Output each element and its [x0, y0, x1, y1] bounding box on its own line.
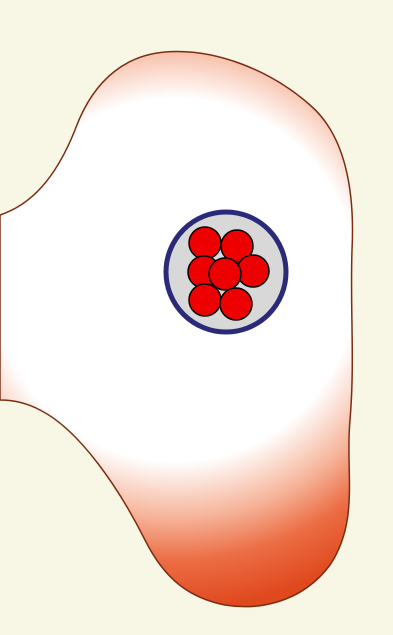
ball	[189, 227, 221, 259]
ball	[237, 255, 269, 287]
ball	[209, 258, 241, 290]
ball	[189, 284, 221, 316]
ball	[220, 288, 252, 320]
ball-container[interactable]	[166, 212, 286, 332]
